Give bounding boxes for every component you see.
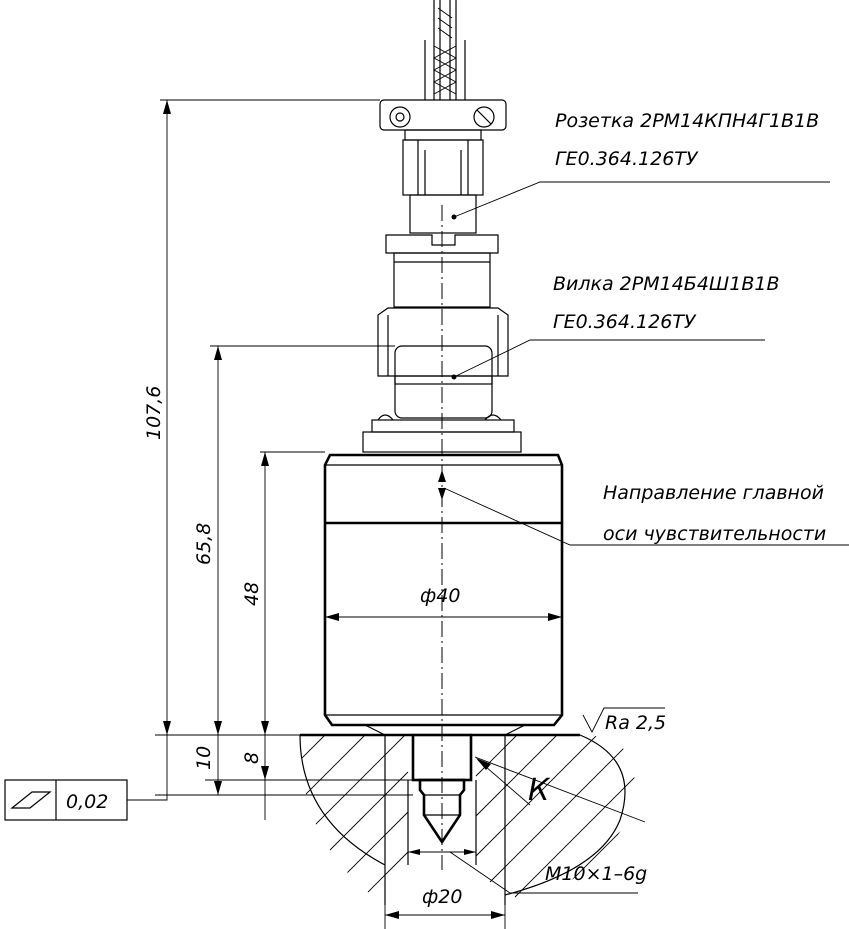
tolerance-value: 0,02 [66,791,108,813]
dim-thread-10: 10 [193,746,215,770]
dim-total-height: 107,6 [143,386,165,440]
sensitivity-arrow [438,470,446,500]
leader-lines [443,181,849,894]
socket-body [402,139,484,234]
plug-name: Вилка 2РМ14Б4Ш1В1В [553,273,780,295]
cable [424,0,466,100]
dimension-lines [127,99,562,929]
dim-height-to-plug: 65,8 [193,523,215,565]
dim-thread-spec: М10×1–6g [545,863,647,885]
dim-body-height: 48 [241,582,263,606]
axis-label-line2: оси чувствительности [603,523,826,545]
dimension-texts: 107,6 65,8 48 ф40 10 8 ф20 М10×1–6g Ra 2… [66,386,666,908]
roughness-value: Ra 2,5 [605,712,666,734]
flatness-tolerance-frame [4,779,128,821]
socket-name: Розетка 2РМ14КПН4Г1В1В [555,110,819,132]
axis-label-line1: Направление главной [603,482,824,504]
roughness-symbol [582,707,665,733]
view-letter: К [528,773,551,808]
socket-spec: ГЕ0.364.126ТУ [555,148,699,170]
flatness-icon [10,791,52,809]
dim-body-diameter: ф40 [420,585,460,607]
dim-thread-8: 8 [241,752,263,764]
plug-spec: ГЕ0.364.126ТУ [553,311,697,333]
plug-coupling [377,234,509,419]
mounting-surface [299,733,635,905]
dim-seat-diameter: ф20 [422,886,462,908]
callouts: Розетка 2РМ14КПН4Г1В1В ГЕ0.364.126ТУ Вил… [553,110,826,545]
socket-clamp [379,99,507,141]
